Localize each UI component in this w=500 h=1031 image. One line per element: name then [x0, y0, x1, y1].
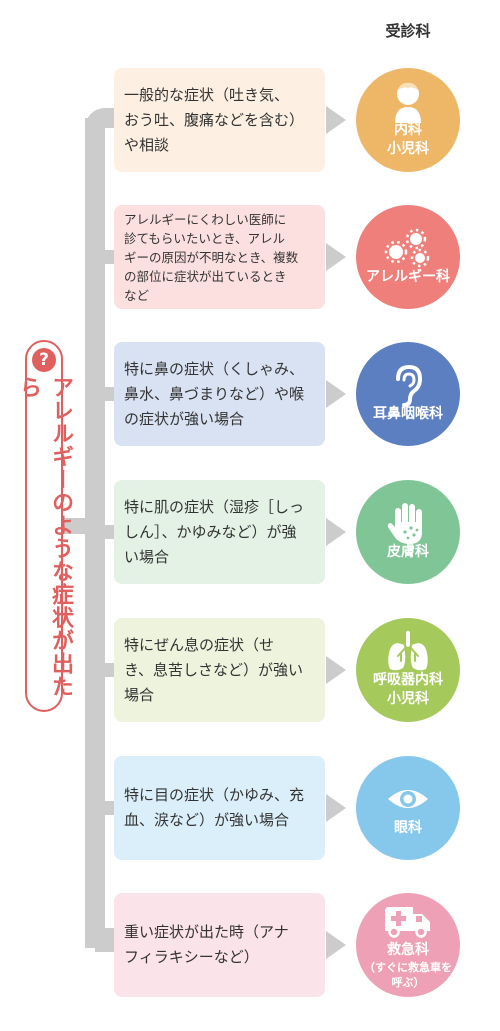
symptom-text-line: の症状が強い場合	[124, 409, 245, 428]
department-label: 内科	[394, 122, 422, 138]
symptom-text: 特にぜん息の症状（せき、息苦しさなど）が強い場合	[124, 633, 303, 708]
symptom-text: 特に肌の症状（湿疹［しっしん］、かゆみなど）が強い場合	[124, 495, 304, 570]
department-label: 小児科	[387, 141, 429, 157]
department-label: 救急科	[387, 941, 429, 958]
symptom-trigger-label: ? アレルギーのような症状が出たら	[16, 340, 73, 712]
arrow-icon	[326, 243, 346, 271]
symptom-text: 一般的な症状（吐き気、おう吐、腹痛などを含む） や相談	[124, 83, 304, 158]
trigger-text: アレルギーのような症状が出たら	[16, 376, 73, 698]
symptom-text-line: い場合	[124, 547, 170, 566]
department-label: 耳鼻咽喉科	[373, 405, 443, 422]
symptom-text-line: 血、涙など）が強い場合	[124, 811, 290, 829]
symptom-text: 重い症状が出た時（アナフィラキシーなど）	[124, 920, 289, 970]
department-circle: 救急科 （すぐに救急車を呼ぶ）	[356, 893, 460, 997]
hand-icon	[386, 502, 430, 544]
symptom-text-line: 診てもらいたいとき、アレル	[124, 230, 286, 246]
child-icon	[386, 81, 430, 123]
symptom-box: アレルギーにくわしい医師に診てもらいたいとき、アレルギーの原因が不明なとき、複数…	[114, 205, 325, 309]
department-label: アレルギー科	[366, 268, 450, 285]
department-label: 呼吸器内科	[373, 672, 443, 688]
virus-icon	[384, 228, 432, 268]
eye-icon	[386, 779, 430, 819]
department-label: 小児科	[387, 691, 429, 707]
symptom-text-line: 重い症状が出た時（アナ	[124, 923, 289, 941]
department-label: 皮膚科	[387, 543, 429, 560]
symptom-text-line: アレルギーにくわしい医師に	[124, 211, 287, 227]
arrow-icon	[326, 656, 346, 684]
department-circle: 皮膚科	[356, 480, 460, 584]
symptom-box: 特にぜん息の症状（せき、息苦しさなど）が強い場合	[114, 618, 325, 722]
connector-stub	[62, 518, 92, 534]
symptom-box: 重い症状が出た時（アナフィラキシーなど）	[114, 893, 325, 997]
symptom-box: 一般的な症状（吐き気、おう吐、腹痛などを含む） や相談	[114, 68, 325, 172]
ambulance-icon	[383, 901, 433, 941]
department-circle: 眼科	[356, 756, 460, 860]
symptom-text: 特に目の症状（かゆみ、充血、涙など）が強い場合	[124, 783, 304, 833]
symptom-text-line: 特に目の症状（かゆみ、充	[124, 786, 305, 804]
symptom-text-line: 特にぜん息の症状（せ	[124, 635, 275, 654]
arrow-icon	[326, 931, 346, 959]
symptom-text-line: や相談	[124, 135, 170, 154]
arrow-icon	[326, 380, 346, 408]
symptom-text-line: フィラキシーなど）	[124, 948, 259, 966]
symptom-text-line: おう吐、腹痛などを含む）	[124, 110, 305, 129]
symptom-text-line: しん］、かゆみなど）が強	[124, 522, 297, 541]
symptom-text: 特に鼻の症状（くしゃみ、鼻水、鼻づまりなど）や喉の症状が強い場合	[124, 357, 304, 432]
lungs-icon	[384, 631, 432, 671]
department-note: （すぐに救急車を呼ぶ）	[364, 960, 452, 989]
symptom-box: 特に鼻の症状（くしゃみ、鼻水、鼻づまりなど）や喉の症状が強い場合	[114, 342, 325, 446]
arrow-icon	[326, 106, 346, 134]
ear-icon	[390, 364, 426, 407]
symptom-box: 特に目の症状（かゆみ、充血、涙など）が強い場合	[114, 756, 325, 860]
department-circle: 耳鼻咽喉科	[356, 342, 460, 446]
symptom-text-line: 一般的な症状（吐き気、	[124, 85, 290, 104]
department-circle: 内科小児科	[356, 68, 460, 172]
symptom-text: アレルギーにくわしい医師に診てもらいたいとき、アレルギーの原因が不明なとき、複数…	[124, 210, 298, 305]
department-circle: 呼吸器内科小児科	[356, 618, 460, 722]
department-label: 眼科	[394, 819, 422, 836]
symptom-text-line: 場合	[124, 685, 155, 704]
symptom-text-line: ギーの原因が不明なとき、複数	[124, 249, 299, 265]
arrow-icon	[326, 518, 346, 546]
symptom-text-line: 特に肌の症状（湿疹［しっ	[124, 497, 305, 516]
symptom-text-line: き、息苦しさなど）が強い	[124, 660, 303, 679]
symptom-text-line: 特に鼻の症状（くしゃみ、	[124, 359, 305, 378]
symptom-text-line: 鼻水、鼻づまりなど）や喉	[124, 384, 305, 403]
header-department: 受診科	[385, 22, 431, 40]
arrow-icon	[326, 794, 346, 822]
symptom-box: 特に肌の症状（湿疹［しっしん］、かゆみなど）が強い場合	[114, 480, 325, 584]
department-circle: アレルギー科	[356, 205, 460, 309]
symptom-text-line: など	[124, 287, 150, 303]
symptom-text-line: の部位に症状が出ているとき	[124, 268, 287, 284]
question-icon: ?	[32, 348, 56, 372]
